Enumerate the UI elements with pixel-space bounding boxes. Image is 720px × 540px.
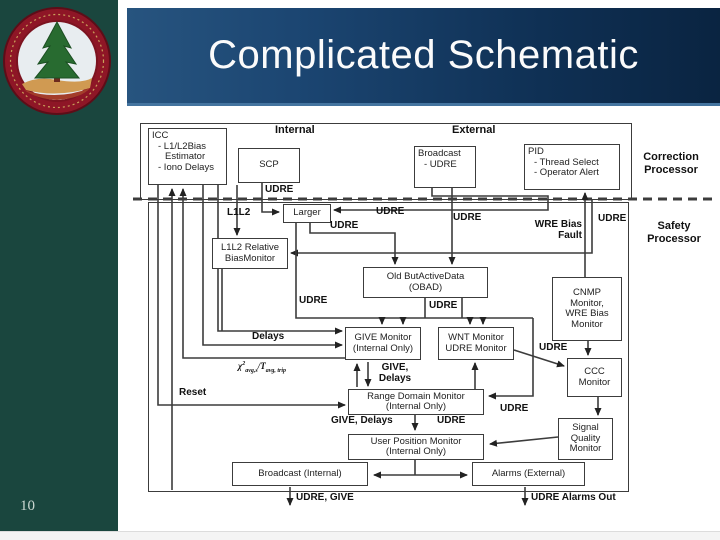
correction-processor-label: Correction Processor	[632, 151, 710, 177]
flow-label-reset: Reset	[179, 387, 207, 398]
flow-label-udre: UDRE	[539, 342, 568, 353]
label-line: GIVE,	[381, 362, 409, 373]
flow-label-wre-bias-fault: WRE Bias Fault	[520, 219, 582, 241]
box-line: (Internal Only)	[385, 446, 447, 457]
pid-box: PID - Thread Select - Operator Alert	[524, 144, 620, 190]
box-line: Old ButActiveData	[386, 271, 465, 282]
signal-quality-monitor-box: Signal Quality Monitor	[558, 418, 613, 460]
title-bar: Complicated Schematic	[127, 8, 720, 106]
box-line: BiasMonitor	[224, 252, 276, 264]
flow-label-udre: UDRE	[500, 403, 529, 414]
box-line: Quality	[570, 432, 601, 444]
flow-label-give-delays: GIVE, Delays	[372, 362, 418, 384]
slide-number: 10	[20, 498, 35, 514]
box-line: ICC	[152, 130, 169, 141]
safety-processor-label: Safety Processor	[638, 220, 710, 246]
label-line: Delays	[378, 373, 412, 384]
label-line: Processor	[647, 233, 701, 245]
box-line: Larger	[293, 207, 321, 219]
box-line: Signal	[572, 422, 599, 434]
flow-label-udre: UDRE	[376, 206, 405, 217]
obad-box: Old ButActiveData (OBAD)	[363, 267, 488, 298]
ccc-monitor-box: CCC Monitor	[567, 358, 622, 397]
label-line: Processor	[644, 164, 698, 176]
give-monitor-box: GIVE Monitor (Internal Only)	[345, 327, 421, 360]
box-line: Broadcast	[418, 148, 461, 159]
box-line: L1L2 Relative	[220, 242, 280, 253]
icc-box: ICC - L1/L2Bias Estimator - Iono Delays	[148, 128, 227, 185]
box-line: GIVE Monitor	[354, 332, 412, 343]
flow-label-l1l2: L1L2	[227, 207, 251, 218]
flow-label-udre: UDRE	[598, 213, 627, 224]
university-seal-logo	[3, 7, 111, 115]
box-line: Monitor	[571, 318, 603, 330]
label-line: Correction	[643, 151, 699, 163]
box-line: (Internal Only)	[352, 342, 414, 354]
internal-region-label: Internal	[275, 124, 315, 136]
box-line: - UDRE	[424, 158, 457, 170]
box-line: - Thread Select	[534, 156, 599, 168]
box-line: CNMP	[573, 287, 601, 298]
box-line: Alarms (External)	[491, 467, 566, 479]
box-line: PID	[528, 146, 544, 157]
box-line: WRE Bias	[565, 308, 609, 319]
box-line: SCP	[259, 159, 279, 171]
broadcast-internal-box: Broadcast (Internal)	[232, 462, 368, 486]
l1l2-relative-bias-monitor-box: L1L2 Relative BiasMonitor	[212, 238, 288, 269]
flow-label-delays: Delays	[252, 331, 285, 342]
page-title: Complicated Schematic	[208, 33, 639, 77]
box-line: Monitor	[569, 443, 602, 455]
box-line: User Position Monitor	[370, 435, 462, 447]
flow-label-udre: UDRE	[330, 220, 359, 231]
box-line: UDRE Monitor	[445, 342, 507, 354]
correction-processor-region	[140, 123, 632, 200]
box-line: - Iono Delays	[158, 161, 214, 173]
external-region-label: External	[452, 124, 496, 136]
label-line: WRE Bias	[534, 219, 582, 230]
box-line: WNT Monitor	[448, 332, 504, 343]
box-line: Monitor,	[570, 297, 604, 309]
flow-label-udre: UDRE	[437, 415, 466, 426]
range-domain-monitor-box: Range Domain Monitor (Internal Only)	[348, 389, 484, 415]
flow-label-chi-squared: χ2avg,s/Tavg, trip	[238, 361, 287, 374]
flow-label-udre: UDRE	[429, 300, 458, 311]
flow-label-give-delays: GIVE, Delays	[331, 415, 393, 426]
bottom-edge-strip	[0, 531, 720, 540]
box-line: - L1/L2Bias	[158, 140, 207, 152]
box-line: Monitor	[578, 376, 611, 388]
box-line: Broadcast (Internal)	[258, 467, 342, 479]
box-line: (Internal Only)	[385, 401, 447, 412]
box-line: (OBAD)	[408, 281, 443, 293]
scp-box: SCP	[238, 148, 300, 183]
flow-label-udre: UDRE	[299, 295, 328, 306]
larger-box: Larger	[283, 204, 331, 223]
safety-processor-region	[148, 202, 629, 492]
label-line: Safety	[657, 220, 691, 232]
flow-label-udre: UDRE	[453, 212, 482, 223]
flow-label-udre-give-out: UDRE, GIVE	[296, 492, 354, 503]
wnt-udre-monitor-box: WNT Monitor UDRE Monitor	[438, 327, 514, 360]
cnmp-wre-bias-monitor-box: CNMP Monitor, WRE Bias Monitor	[552, 277, 622, 341]
box-line: Range Domain Monitor	[367, 390, 465, 402]
flow-label-udre-alarms-out: UDRE Alarms Out	[531, 492, 616, 503]
box-line: Estimator	[165, 151, 206, 162]
label-line: Fault	[558, 230, 582, 241]
box-line: CCC	[584, 366, 605, 377]
broadcast-udre-box: Broadcast - UDRE	[414, 146, 476, 188]
alarms-external-box: Alarms (External)	[472, 462, 585, 486]
user-position-monitor-box: User Position Monitor (Internal Only)	[348, 434, 484, 460]
flow-label-udre: UDRE	[265, 184, 294, 195]
box-line: - Operator Alert	[534, 167, 599, 178]
